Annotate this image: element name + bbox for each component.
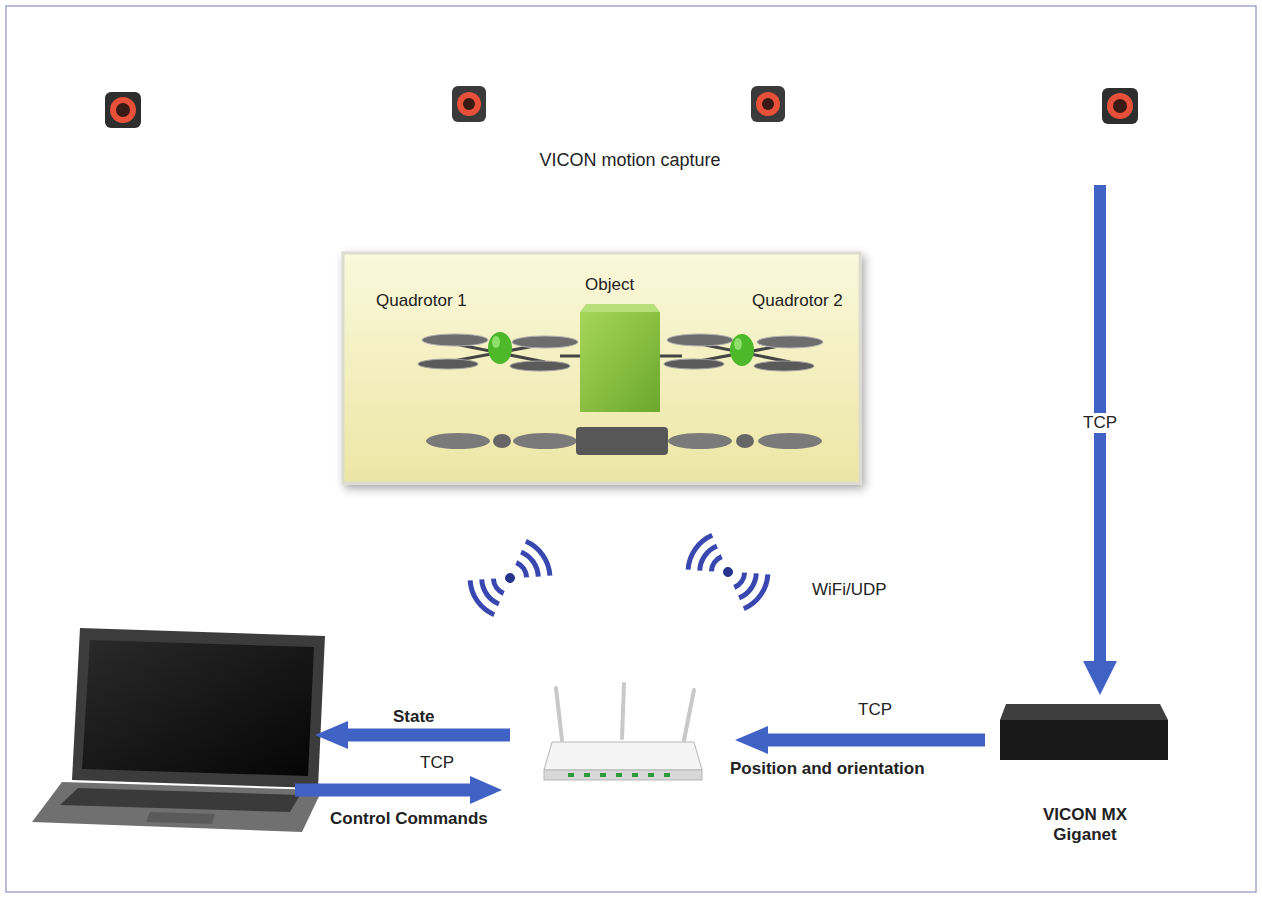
rotor — [510, 361, 570, 371]
router-leds — [568, 773, 670, 777]
rotor-shadow — [668, 433, 732, 449]
wifi-arc — [734, 573, 746, 589]
camera-ring — [756, 92, 780, 116]
camera-array: VICON motion capture — [90, 70, 1170, 185]
illustration-panel: Quadrotor 1 ObjectQuadrotor 2 — [343, 253, 863, 483]
rotor-shadow — [513, 433, 577, 449]
quadrotor-drawing — [660, 334, 823, 371]
device-label: VICON MX Giganet — [1030, 805, 1140, 846]
rotor — [664, 359, 724, 369]
camera-ring — [1107, 93, 1133, 119]
rotor — [512, 336, 578, 348]
object-shadow — [576, 427, 668, 455]
camera-icon — [452, 86, 486, 122]
box-top — [1000, 704, 1168, 720]
router-led — [664, 773, 670, 777]
part-label: Quadrotor 2 — [752, 291, 857, 311]
camera-lens — [1113, 99, 1127, 113]
wifi-arc — [491, 579, 503, 595]
signal-label: State — [393, 707, 435, 727]
wifi-symbol — [465, 538, 555, 618]
router-antenna — [556, 688, 562, 740]
camera-icon — [105, 92, 141, 128]
body-shadow — [493, 434, 511, 448]
camera-body — [105, 92, 141, 128]
rotor-shadow — [758, 433, 822, 449]
rotor — [422, 334, 488, 346]
quadrotor-body — [488, 332, 512, 364]
system-label: VICON motion capture — [460, 150, 800, 172]
camera-body — [751, 86, 785, 122]
camera-icon — [1102, 88, 1138, 124]
rotor — [667, 334, 733, 346]
wifi-arc — [465, 580, 494, 618]
router-led — [584, 773, 590, 777]
cube-face — [580, 312, 660, 412]
laptop-keyboard — [60, 788, 300, 812]
camera-body — [452, 86, 486, 122]
wifi-arc — [683, 532, 712, 570]
router-led — [632, 773, 638, 777]
router-led — [616, 773, 622, 777]
command-arrow — [295, 776, 502, 804]
object-cube — [580, 304, 660, 412]
pose-arrow — [735, 726, 985, 754]
router-led — [648, 773, 654, 777]
laptop-touchpad — [146, 812, 215, 824]
signal-label: Position and orientation — [730, 759, 925, 779]
wifi-arc — [526, 538, 555, 576]
laptop-lid — [72, 628, 325, 788]
part-label: Quadrotor 1 — [376, 291, 506, 311]
signal-label: Control Commands — [330, 809, 488, 829]
link-bar — [560, 355, 580, 358]
router-led — [600, 773, 606, 777]
vicon-box-icon — [1000, 704, 1168, 760]
link-label: WiFi/UDP — [812, 580, 887, 600]
rotor — [757, 336, 823, 348]
page-frame — [6, 6, 1256, 892]
wifi-arc — [744, 574, 773, 612]
router-top — [544, 742, 702, 770]
router-antenna — [684, 690, 694, 740]
protocol-label: TCP — [420, 753, 454, 773]
body-shadow — [736, 434, 754, 448]
router-led — [568, 773, 574, 777]
laptop-icon — [32, 628, 325, 832]
protocol-label: TCP — [858, 700, 892, 720]
camera-lens — [762, 98, 774, 110]
rotor-shadow — [426, 433, 490, 449]
link-bar — [660, 355, 682, 358]
box-front — [1000, 720, 1168, 760]
body-highlight — [734, 338, 742, 350]
camera-lens — [463, 98, 475, 110]
part-label: Object — [585, 275, 665, 295]
body-highlight — [492, 336, 500, 348]
router-icon — [544, 684, 702, 780]
laptop-base — [32, 782, 322, 832]
camera-lens — [116, 103, 130, 117]
ground-shadows — [426, 427, 822, 455]
cube-top — [580, 304, 660, 312]
rotor — [418, 359, 478, 369]
panel-ground — [343, 253, 860, 483]
camera-ring — [110, 97, 136, 123]
laptop-screen — [82, 640, 314, 776]
wifi-dot — [503, 571, 517, 585]
camera-ring — [457, 92, 481, 116]
quadrotor-body — [730, 334, 754, 366]
wifi-dot — [721, 565, 735, 579]
vicon-device: VICON MX Giganet — [990, 695, 1180, 860]
router-front — [544, 770, 702, 780]
wifi-arc — [516, 561, 528, 577]
camera-icon — [751, 86, 785, 122]
protocol-label: TCP — [1080, 413, 1120, 433]
quadrotor-drawing — [418, 332, 580, 371]
camera-body — [1102, 88, 1138, 124]
wifi-arc — [709, 555, 721, 571]
rotor — [754, 361, 814, 371]
wifi-symbol — [683, 532, 773, 612]
router-antenna — [622, 684, 624, 738]
